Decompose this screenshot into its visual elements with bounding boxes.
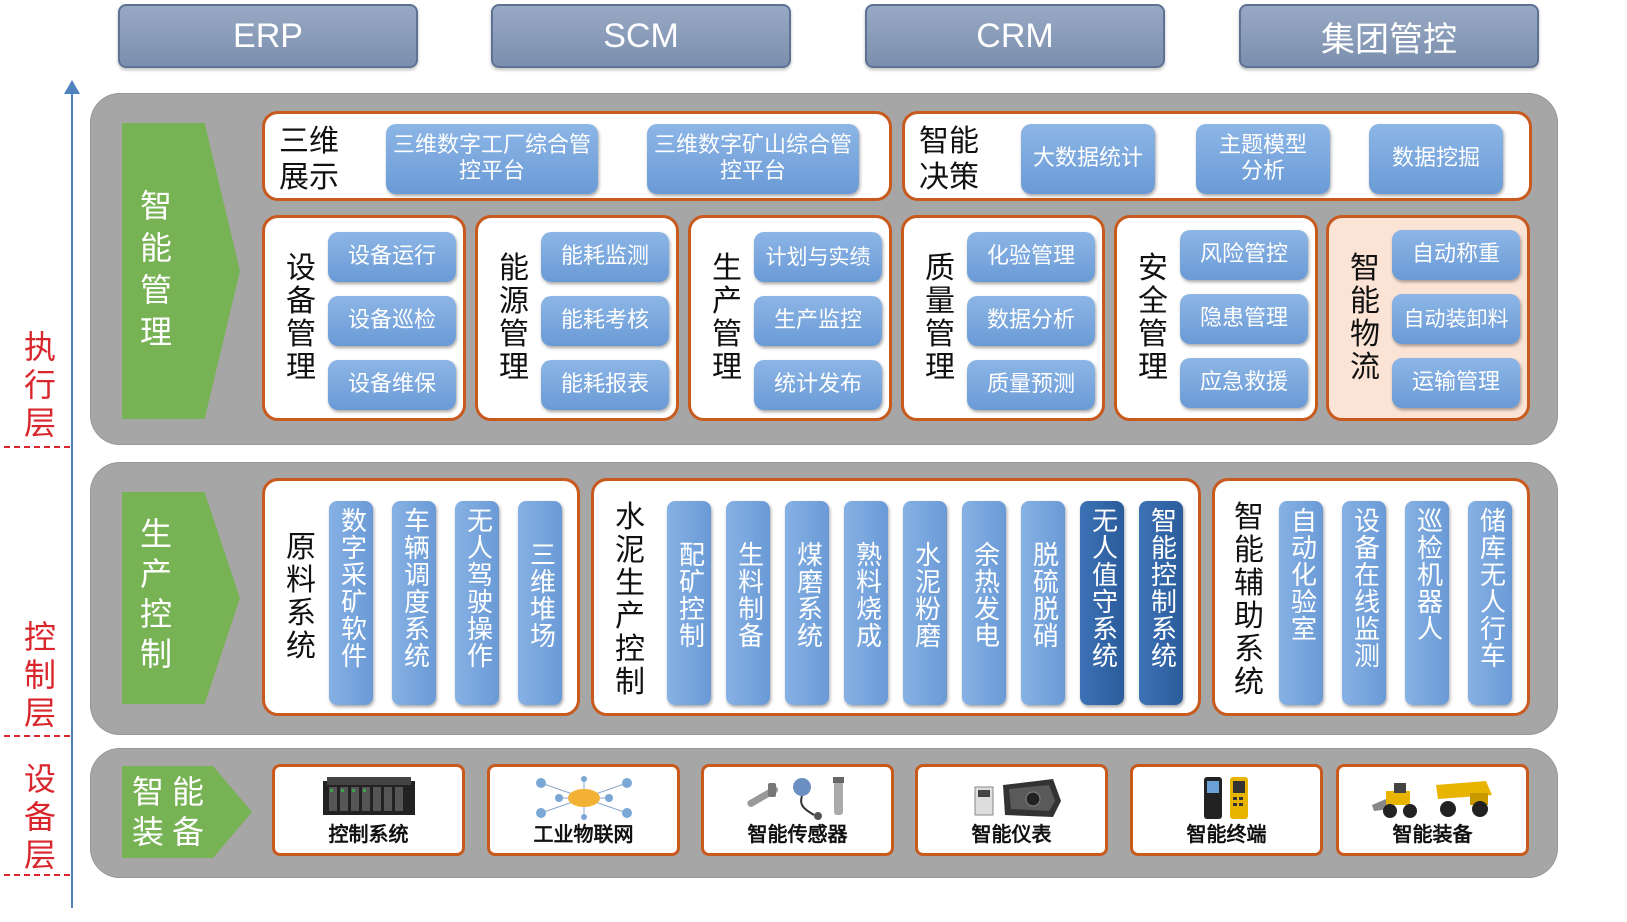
risk-control-button[interactable]: 风险管控 [1180, 230, 1308, 280]
control-panel: 生产控制 原料系统 数字采矿软件 车辆调度系统 无人驾驶操作 三维堆场 水泥生产… [90, 462, 1558, 735]
management-chevron: 智能管理 [122, 123, 240, 419]
online-monitoring-button[interactable]: 设备在线监测 [1342, 501, 1386, 705]
smart-sensor-label: 智能传感器 [747, 822, 848, 846]
display-group: 三维展示 三维数字工厂综合管控平台 三维数字矿山综合管控平台 [262, 111, 892, 201]
raw-material-title: 原料系统 [286, 530, 316, 664]
smart-terminal-label: 智能终端 [1186, 822, 1267, 846]
sensor-icon [746, 777, 844, 820]
equipment-inspection-button[interactable]: 设备巡检 [328, 296, 456, 346]
smart-equipment-label: 智能装备 [1392, 822, 1473, 846]
coal-mill-button[interactable]: 煤磨系统 [785, 501, 829, 705]
energy-management-title: 能源管理 [499, 251, 529, 385]
3d-stockyard-button[interactable]: 三维堆场 [518, 501, 562, 705]
decision-group: 智能决策 大数据统计 主题模型分析 数据挖掘 [902, 111, 1532, 201]
data-mining-button[interactable]: 数据挖掘 [1369, 124, 1503, 194]
production-monitoring-button[interactable]: 生产监控 [754, 296, 882, 346]
lab-management-button[interactable]: 化验管理 [967, 232, 1095, 282]
equipment-management-group: 设备管理 设备运行 设备巡检 设备维保 [262, 215, 466, 421]
big-data-statistics-button[interactable]: 大数据统计 [1021, 124, 1155, 194]
control-system-icon [322, 777, 415, 815]
vehicle-dispatch-button[interactable]: 车辆调度系统 [392, 501, 436, 705]
energy-monitoring-button[interactable]: 能耗监测 [541, 232, 669, 282]
ore-blending-button[interactable]: 配矿控制 [667, 501, 711, 705]
smart-control-system-button[interactable]: 智能控制系统 [1139, 501, 1183, 705]
unattended-system-button[interactable]: 无人值守系统 [1080, 501, 1124, 705]
handheld-terminal-icon [1203, 777, 1248, 819]
erp-box: ERP [118, 4, 418, 68]
smart-meter-label: 智能仪表 [971, 822, 1052, 846]
layer-divider [4, 446, 70, 448]
data-analysis-button[interactable]: 数据分析 [967, 296, 1095, 346]
smart-aux-title: 智能辅助系统 [1234, 500, 1264, 700]
layer-equipment-label: 设备层 [23, 760, 56, 874]
quality-management-title: 质量管理 [925, 251, 955, 385]
iiot-label: 工业物联网 [533, 822, 634, 846]
auto-weighing-button[interactable]: 自动称重 [1392, 230, 1520, 280]
digital-mining-software-button[interactable]: 数字采矿软件 [329, 501, 373, 705]
digital-factory-platform-button[interactable]: 三维数字工厂综合管控平台 [386, 124, 598, 194]
smart-terminal-card[interactable]: 智能终端 [1130, 764, 1323, 856]
management-panel: 智能管理 三维展示 三维数字工厂综合管控平台 三维数字矿山综合管控平台 智能决策… [90, 93, 1558, 445]
network-icon [535, 776, 632, 820]
control-system-card[interactable]: 控制系统 [272, 764, 465, 856]
unmanned-crane-button[interactable]: 储库无人行车 [1468, 501, 1512, 705]
desulfurization-button[interactable]: 脱硫脱硝 [1021, 501, 1065, 705]
safety-management-group: 安全管理 风险管控 隐患管理 应急救援 [1114, 215, 1318, 421]
autonomous-driving-button[interactable]: 无人驾驶操作 [455, 501, 499, 705]
energy-management-group: 能源管理 能耗监测 能耗考核 能耗报表 [475, 215, 679, 421]
quality-management-group: 质量管理 化验管理 数据分析 质量预测 [901, 215, 1105, 421]
control-system-label: 控制系统 [328, 822, 409, 846]
scm-box: SCM [491, 4, 791, 68]
production-management-title: 生产管理 [712, 251, 742, 385]
smart-meter-card[interactable]: 智能仪表 [915, 764, 1108, 856]
layer-divider [4, 735, 70, 737]
layer-divider [4, 874, 70, 876]
smart-logistics-group: 智能物流 自动称重 自动装卸料 运输管理 [1326, 215, 1530, 421]
layer-execution-label: 执行层 [23, 328, 56, 442]
display-title: 三维展示 [279, 124, 339, 195]
transport-management-button[interactable]: 运输管理 [1392, 358, 1520, 408]
energy-assessment-button[interactable]: 能耗考核 [541, 296, 669, 346]
safety-management-title: 安全管理 [1138, 251, 1168, 385]
raw-meal-button[interactable]: 生料制备 [726, 501, 770, 705]
iiot-card[interactable]: 工业物联网 [487, 764, 680, 856]
plan-actual-button[interactable]: 计划与实绩 [754, 232, 882, 282]
emergency-rescue-button[interactable]: 应急救援 [1180, 358, 1308, 408]
topic-model-analysis-button[interactable]: 主题模型分析 [1196, 124, 1330, 194]
inspection-robot-button[interactable]: 巡检机器人 [1405, 501, 1449, 705]
meter-icon [974, 779, 1061, 817]
group-control-box: 集团管控 [1239, 4, 1539, 68]
cement-control-title: 水泥生产控制 [615, 500, 645, 700]
hazard-management-button[interactable]: 隐患管理 [1180, 294, 1308, 344]
smart-sensor-card[interactable]: 智能传感器 [701, 764, 894, 856]
production-management-group: 生产管理 计划与实绩 生产监控 统计发布 [688, 215, 892, 421]
heavy-machinery-icon [1371, 781, 1492, 818]
auto-loading-unloading-button[interactable]: 自动装卸料 [1392, 294, 1520, 344]
layer-axis [71, 88, 73, 908]
statistics-release-button[interactable]: 统计发布 [754, 360, 882, 410]
waste-heat-power-button[interactable]: 余热发电 [962, 501, 1006, 705]
control-chevron: 生产控制 [122, 492, 240, 704]
smart-equipment-card[interactable]: 智能装备 [1336, 764, 1529, 856]
crm-box: CRM [865, 4, 1165, 68]
up-arrow-icon [64, 80, 80, 94]
equipment-chevron: 智能装备 [122, 766, 252, 858]
automated-lab-button[interactable]: 自动化验室 [1279, 501, 1323, 705]
equipment-operation-button[interactable]: 设备运行 [328, 232, 456, 282]
smart-aux-group: 智能辅助系统 自动化验室 设备在线监测 巡检机器人 储库无人行车 [1212, 478, 1530, 716]
layer-control-label: 控制层 [23, 618, 56, 732]
equipment-management-title: 设备管理 [286, 251, 316, 385]
cement-control-group: 水泥生产控制 配矿控制 生料制备 煤磨系统 熟料烧成 水泥粉磨 余热发电 脱硫脱… [591, 478, 1201, 716]
clinker-burning-button[interactable]: 熟料烧成 [844, 501, 888, 705]
smart-logistics-title: 智能物流 [1350, 251, 1380, 385]
raw-material-group: 原料系统 数字采矿软件 车辆调度系统 无人驾驶操作 三维堆场 [262, 478, 580, 716]
equipment-maintenance-button[interactable]: 设备维保 [328, 360, 456, 410]
cement-grinding-button[interactable]: 水泥粉磨 [903, 501, 947, 705]
energy-report-button[interactable]: 能耗报表 [541, 360, 669, 410]
quality-prediction-button[interactable]: 质量预测 [967, 360, 1095, 410]
digital-mine-platform-button[interactable]: 三维数字矿山综合管控平台 [647, 124, 859, 194]
decision-title: 智能决策 [919, 124, 979, 195]
